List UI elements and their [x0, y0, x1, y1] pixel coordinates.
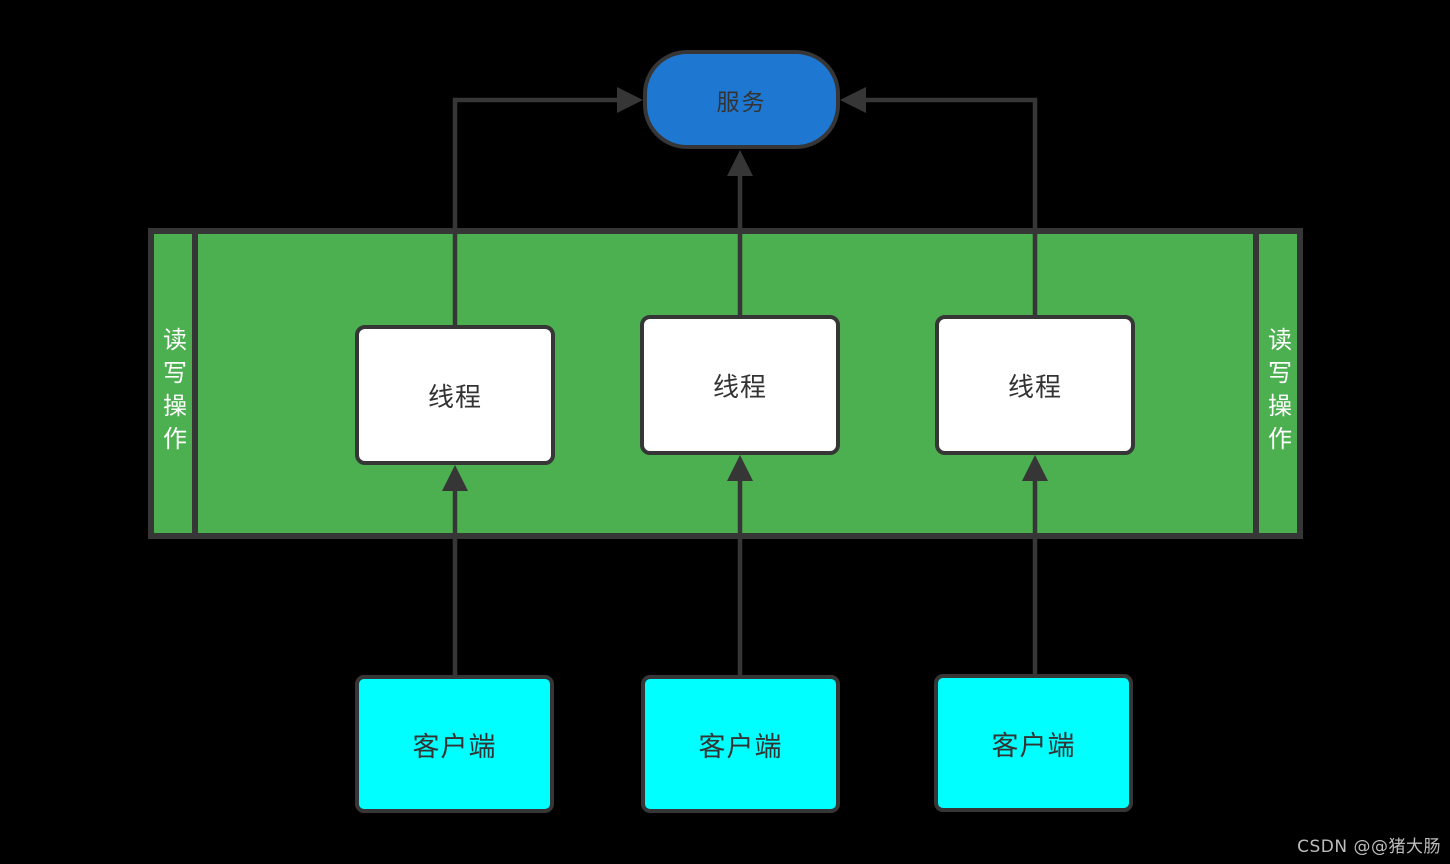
- arrowhead-thread1-to-service: [617, 87, 643, 113]
- band-label-left: 读写操作: [158, 326, 187, 459]
- thread-node-3-label: 线程: [1007, 372, 1062, 403]
- arrowhead-thread3-to-service: [840, 87, 866, 113]
- band-right-divider: [1253, 234, 1259, 533]
- thread-node-2-label: 线程: [712, 372, 767, 403]
- service-node-label: 服务: [716, 89, 767, 116]
- service-node: 服务: [643, 50, 840, 149]
- watermark: CSDN @@猪大肠: [1297, 837, 1441, 857]
- client-node-2-label: 客户端: [698, 731, 783, 763]
- thread-node-2: 线程: [640, 315, 840, 455]
- client-node-2: 客户端: [641, 675, 840, 813]
- client-node-3-label: 客户端: [991, 730, 1076, 762]
- band-label-right: 读写操作: [1263, 326, 1292, 459]
- client-node-1: 客户端: [355, 675, 554, 813]
- band-left-divider: [192, 234, 198, 533]
- thread-node-1: 线程: [355, 325, 555, 465]
- thread-node-1-label: 线程: [427, 382, 482, 413]
- client-node-3: 客户端: [934, 674, 1133, 812]
- arrowhead-thread2-to-service: [727, 150, 753, 176]
- thread-node-3: 线程: [935, 315, 1135, 455]
- client-node-1-label: 客户端: [412, 731, 497, 763]
